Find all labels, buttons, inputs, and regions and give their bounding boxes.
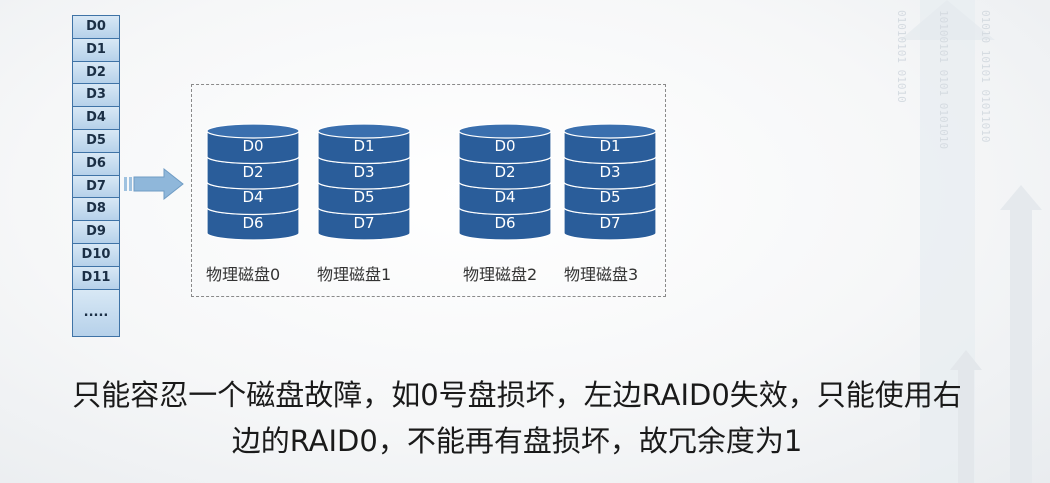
disk-segment — [317, 155, 411, 190]
disk-block-label: D3 — [353, 162, 375, 181]
svg-text:01010101 01010: 01010101 01010 — [895, 10, 908, 103]
data-block-cell: D0 — [73, 16, 119, 39]
disk-block-label: D7 — [353, 213, 375, 232]
disk-segment — [458, 181, 552, 216]
disk-segment — [206, 130, 300, 165]
disk-segment — [563, 130, 657, 165]
data-block-cell: D8 — [73, 198, 119, 222]
disk-block-label: D1 — [599, 137, 621, 155]
disk-block-label: D5 — [353, 188, 375, 206]
disk-segment — [563, 181, 657, 216]
disk-caption-2: 物理磁盘2 — [463, 265, 538, 284]
data-block-cell: D3 — [73, 84, 119, 108]
disk-segment — [317, 181, 411, 216]
disk-block-label: D7 — [599, 213, 621, 232]
disk-cylinder-icon — [317, 123, 411, 241]
disk-caption-3: 物理磁盘3 — [564, 265, 639, 284]
data-block-cell: D2 — [73, 61, 119, 85]
disk-segment — [317, 130, 411, 165]
disk-block-label: D2 — [242, 162, 264, 181]
background-decoration: 01010101 01010 10100101 0101 0101010 010… — [895, 0, 1042, 483]
disk-segment — [317, 206, 411, 241]
explanation-caption: 只能容忍一个磁盘故障，如0号盘损坏，左边RAID0失效，只能使用右 边的RAID… — [0, 372, 1034, 464]
disk-segment — [206, 155, 300, 190]
disk-segment-top — [317, 123, 411, 139]
data-block-cell: D7 — [73, 175, 119, 199]
disk-cylinder-icon — [206, 123, 300, 241]
data-block-cell: ..... — [73, 289, 119, 336]
disk-segment-top — [206, 123, 300, 139]
caption-line-1: 只能容忍一个磁盘故障，如0号盘损坏，左边RAID0失效，只能使用右 — [72, 378, 962, 412]
disk-block-label: D0 — [494, 137, 516, 155]
disk-block-label: D1 — [353, 137, 375, 155]
data-block-cell: D10 — [73, 243, 119, 267]
disk-block-label: D4 — [242, 188, 264, 206]
disk-segment-top — [563, 123, 657, 139]
data-block-cell: D4 — [73, 107, 119, 130]
disk-cylinder-icon — [563, 123, 657, 241]
disk-segment — [458, 206, 552, 241]
disk-cylinder-icon — [458, 123, 552, 241]
disk-caption-1: 物理磁盘1 — [317, 265, 392, 284]
disk-segment-top — [458, 123, 552, 139]
disk-segment — [563, 155, 657, 190]
disk-caption-0: 物理磁盘0 — [206, 265, 281, 284]
disk-block-label: D2 — [494, 162, 516, 181]
disk-segment — [563, 206, 657, 241]
svg-text:01010 10101 01011010: 01010 10101 01011010 — [979, 10, 992, 142]
disk-block-label: D0 — [242, 137, 264, 155]
caption-line-2: 边的RAID0，不能再有盘损坏，故冗余度为1 — [231, 424, 803, 458]
disk-block-label: D3 — [599, 162, 621, 181]
disk-segment — [206, 181, 300, 216]
disk-block-label: D4 — [494, 188, 516, 206]
data-block-cell: D9 — [73, 221, 119, 244]
data-block-cell: D5 — [73, 129, 119, 153]
right-arrow-icon — [124, 168, 184, 200]
svg-text:10100101 0101 0101010: 10100101 0101 0101010 — [937, 10, 950, 149]
disk-segment — [458, 155, 552, 190]
data-block-cell: D6 — [73, 152, 119, 176]
raid-group-box — [191, 84, 666, 297]
disk-block-label: D5 — [599, 188, 621, 206]
disk-block-label: D6 — [494, 213, 516, 232]
data-block-cell: D1 — [73, 38, 119, 62]
disk-segment — [206, 206, 300, 241]
disk-block-label: D6 — [242, 213, 264, 232]
data-block-cell: D11 — [73, 266, 119, 290]
disk-segment — [458, 130, 552, 165]
